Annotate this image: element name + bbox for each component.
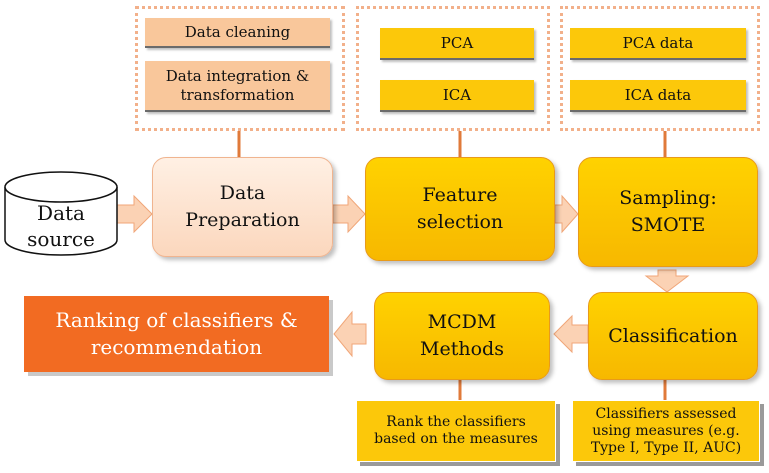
mcdm-line1: MCDM xyxy=(427,311,497,333)
ranking-output-box: Ranking of classifiers & recommendation xyxy=(24,296,329,372)
classification-note-line2: using measures (e.g. xyxy=(592,422,740,439)
arrow-feature-to-sampling xyxy=(554,194,579,234)
sampling-line1: Sampling: xyxy=(619,187,717,209)
data-source-line2: source xyxy=(27,227,95,251)
feature-selection-line2: selection xyxy=(416,211,504,233)
feature-details-group xyxy=(356,6,550,131)
mcdm-line2: Methods xyxy=(420,338,504,360)
sampling-box: Sampling: SMOTE xyxy=(578,157,758,267)
classification-box: Classification xyxy=(588,292,758,380)
classification-note-line1: Classifiers assessed xyxy=(595,405,737,422)
data-source-line1: Data xyxy=(37,201,85,225)
feature-selection-line1: Feature xyxy=(422,184,498,206)
data-integration-line1: Data integration & xyxy=(165,66,310,85)
data-source: Data source xyxy=(5,200,117,252)
data-integration-step: Data integration & transformation xyxy=(145,61,330,112)
classification-note: Classifiers assessed using measures (e.g… xyxy=(572,400,760,462)
ica-step: ICA xyxy=(380,80,534,112)
data-preparation-line2: Preparation xyxy=(185,209,300,231)
arrow-sampling-to-classification xyxy=(644,269,690,293)
data-cleaning-step: Data cleaning xyxy=(145,18,330,48)
data-preparation-box: Data Preparation xyxy=(152,157,333,257)
data-integration-line2: transformation xyxy=(180,85,295,104)
feature-selection-box: Feature selection xyxy=(365,157,555,261)
pca-data-step: PCA data xyxy=(570,28,746,60)
classification-note-line3: Type I, Type II, AUC) xyxy=(590,439,742,456)
database-icon xyxy=(4,171,118,256)
ranking-line2: recommendation xyxy=(90,335,263,359)
arrow-classification-to-mcdm xyxy=(553,314,589,354)
mcdm-methods-box: MCDM Methods xyxy=(374,292,550,380)
mcdm-note-line1: Rank the classifiers xyxy=(386,414,526,430)
arrow-mcdm-to-ranking xyxy=(333,310,367,358)
pca-step: PCA xyxy=(380,28,534,60)
arrow-prep-to-feature xyxy=(332,194,366,234)
ranking-line1: Ranking of classifiers & xyxy=(55,308,298,332)
data-preparation-line1: Data xyxy=(219,182,266,204)
mcdm-note-line2: based on the measures xyxy=(374,431,538,447)
sampling-details-group xyxy=(560,6,760,131)
ica-data-step: ICA data xyxy=(570,80,746,112)
mcdm-note: Rank the classifiers based on the measur… xyxy=(356,400,556,462)
arrow-source-to-prep xyxy=(115,194,153,234)
sampling-line2: SMOTE xyxy=(630,214,706,236)
